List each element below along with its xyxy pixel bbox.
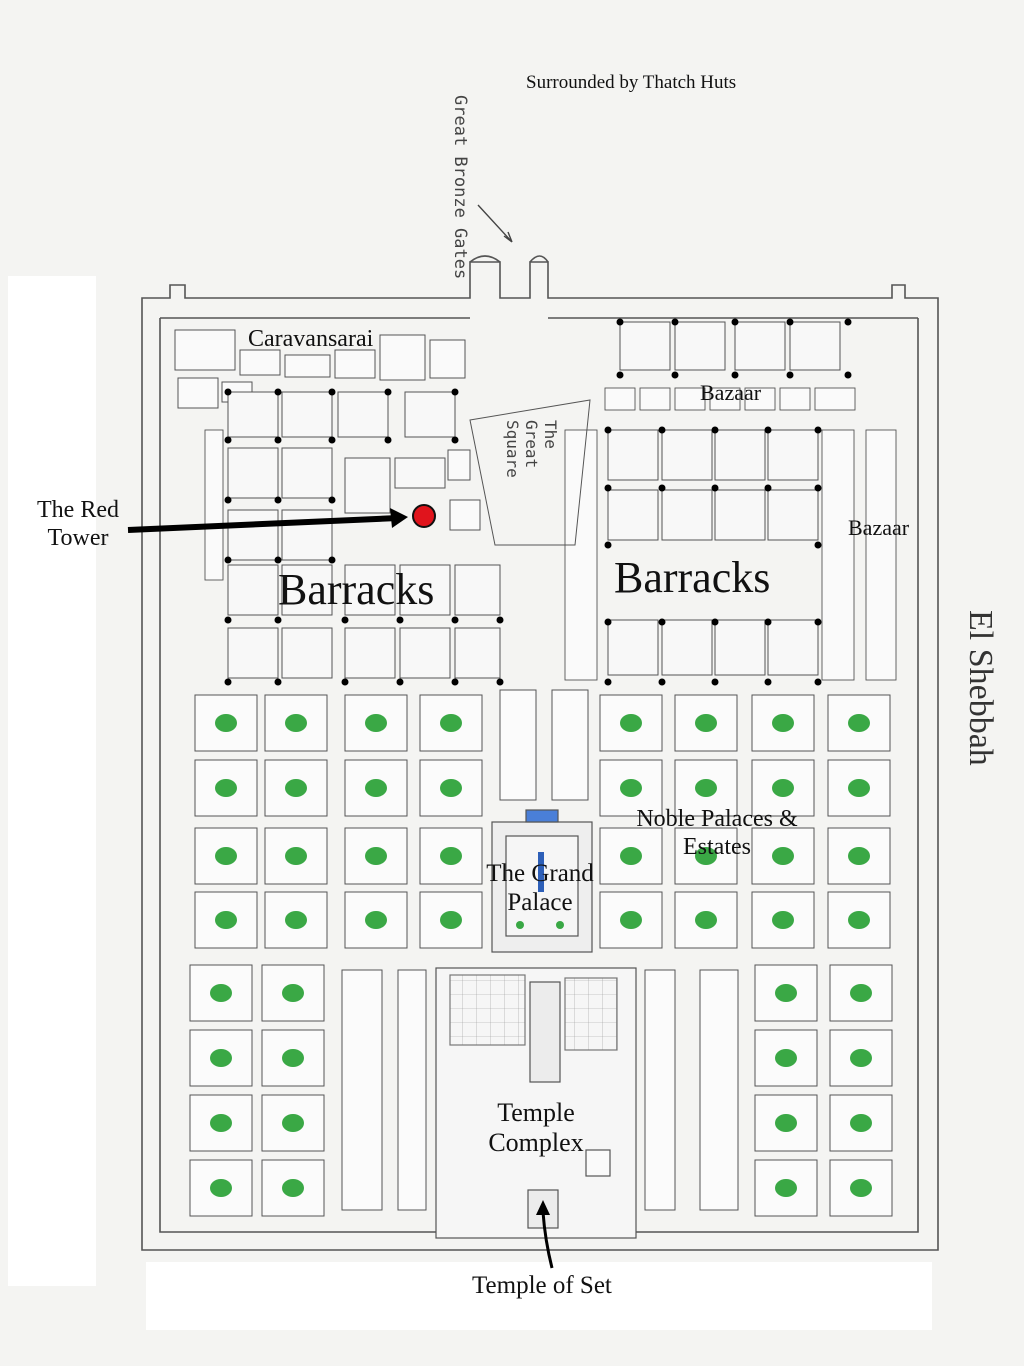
barracks-west-label: Barracks [278, 565, 435, 614]
bazaar-stalls [204, 387, 897, 681]
garden-icon [772, 779, 794, 797]
barracks-east-label: Barracks [614, 553, 771, 602]
barracks-east-rooms [607, 321, 841, 676]
great-square-label: The Great Square [503, 420, 560, 478]
garden-icon [775, 1049, 797, 1067]
garden-icon [285, 714, 307, 732]
garden-icon [210, 984, 232, 1002]
great-square [447, 399, 591, 546]
red-tower-arrow [127, 508, 408, 533]
garden-icon [695, 911, 717, 929]
caravansarai-label: Caravansarai [248, 326, 374, 352]
garden-icon [215, 911, 237, 929]
garden-icon [695, 847, 717, 865]
garden-icon [848, 847, 870, 865]
red-tower-label: The Red Tower [37, 497, 119, 551]
garden-icon [775, 1179, 797, 1197]
bazaar-east-label: Bazaar [848, 515, 910, 540]
garden-icon [695, 714, 717, 732]
temple-complex-label: Temple Complex [488, 1098, 584, 1157]
garden-icon [620, 779, 642, 797]
grand-palace-label: The Grand Palace [486, 860, 594, 916]
garden-icon [620, 911, 642, 929]
garden-icon [282, 1114, 304, 1132]
barracks-dots [224, 318, 852, 686]
garden-icon [775, 1114, 797, 1132]
garden-icon [215, 779, 237, 797]
garden-icon [215, 847, 237, 865]
noble-estates [189, 694, 893, 1217]
temple-of-set-arrow [536, 1200, 554, 1269]
garden-icon [365, 911, 387, 929]
gates-note-label: Great Bronze Gates [450, 95, 470, 280]
garden-icon [285, 847, 307, 865]
garden-icon [620, 714, 642, 732]
garden-icon [848, 779, 870, 797]
gates-arrow [477, 204, 513, 243]
top-note-label: Surrounded by Thatch Huts [526, 72, 737, 93]
garden-icon [282, 1049, 304, 1067]
garden-icon [365, 714, 387, 732]
estate-block [599, 827, 663, 885]
estate-block [261, 1094, 325, 1152]
garden-icon [440, 847, 462, 865]
garden-icon [282, 1179, 304, 1197]
garden-icon [772, 714, 794, 732]
garden-icon [850, 1179, 872, 1197]
noble-palaces-label: Noble Palaces & Estates [636, 806, 798, 860]
red-tower-marker [412, 504, 436, 528]
garden-icon [850, 1114, 872, 1132]
garden-icon [285, 911, 307, 929]
garden-icon [215, 714, 237, 732]
caravansarai-buildings [174, 329, 466, 409]
garden-icon [365, 847, 387, 865]
bazaar-north-label: Bazaar [700, 380, 762, 405]
garden-icon [772, 911, 794, 929]
bottom-margin-panel [146, 1262, 932, 1330]
garden-icon [695, 779, 717, 797]
garden-icon [848, 714, 870, 732]
garden-icon [848, 911, 870, 929]
temple-complex [435, 967, 637, 1239]
garden-icon [210, 1179, 232, 1197]
left-margin-panel [8, 276, 96, 1286]
city-name-label: El Shebbah [962, 610, 999, 766]
garden-icon [210, 1114, 232, 1132]
garden-icon [282, 984, 304, 1002]
garden-icon [775, 984, 797, 1002]
garden-icon [440, 779, 462, 797]
garden-icon [440, 911, 462, 929]
garden-icon [440, 714, 462, 732]
garden-icon [285, 779, 307, 797]
temple-of-set-label: Temple of Set [472, 1272, 612, 1299]
garden-icon [365, 779, 387, 797]
garden-icon [620, 847, 642, 865]
garden-icon [210, 1049, 232, 1067]
garden-icon [850, 1049, 872, 1067]
garden-icon [850, 984, 872, 1002]
barracks-west-rooms [227, 391, 501, 679]
row-houses [341, 689, 739, 1211]
garden-icon [772, 847, 794, 865]
grand-palace [491, 809, 593, 953]
estate-block [264, 827, 328, 885]
